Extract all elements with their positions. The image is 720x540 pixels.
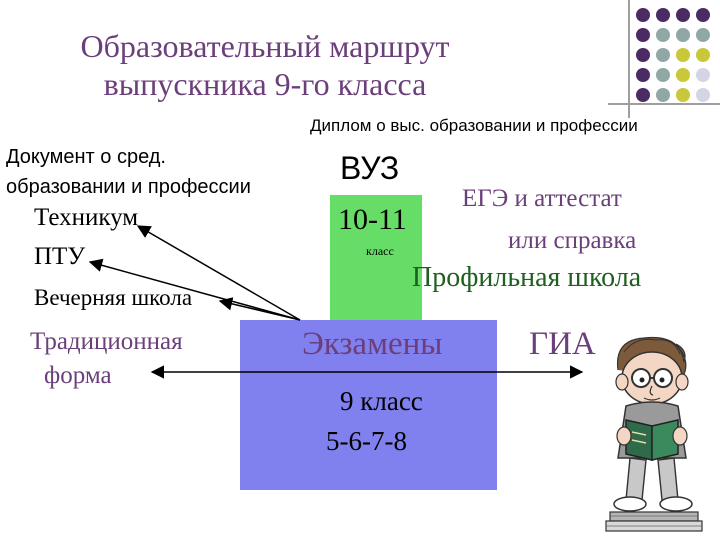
profile-school-label: Профильная школа: [412, 262, 642, 293]
ege-label: ЕГЭ и аттестат: [462, 185, 622, 213]
page-subtitle: выпускника 9-го класса: [103, 66, 427, 102]
diploma-higher-label: Диплом о выс. образовании и профессии: [310, 116, 638, 135]
ege-attestat: аттестат: [534, 185, 622, 212]
decor-dot: [696, 28, 710, 42]
higher-education-box: [330, 195, 422, 320]
decor-dot: [636, 8, 650, 22]
decor-dot: [676, 28, 690, 42]
exams-label: Экзамены: [302, 326, 443, 362]
decor-dot: [656, 28, 670, 42]
ege-and: и: [508, 185, 535, 212]
decor-dot: [676, 8, 690, 22]
arrow-to-evening-school: [218, 297, 301, 321]
decor-dot: [696, 8, 710, 22]
ptu-label: ПТУ: [34, 243, 86, 270]
decor-dot: [656, 8, 670, 22]
decor-dot: [676, 68, 690, 82]
decor-dot: [676, 48, 690, 62]
decor-dot: [656, 68, 670, 82]
evening-school-label: Вечерняя школа: [34, 285, 193, 310]
page-title: Образовательный маршрут: [80, 28, 450, 64]
vuz-label: ВУЗ: [340, 150, 400, 186]
decor-dot: [696, 48, 710, 62]
grades-5-8-label: 5-6-7-8: [326, 426, 407, 456]
diploma-secondary-line1: Документ о сред.: [6, 146, 166, 168]
decor-dot: [676, 88, 690, 102]
decor-dot: [696, 68, 710, 82]
reading-student-icon: [605, 336, 703, 532]
ege-abbrev: ЕГЭ: [462, 185, 509, 212]
decor-dot: [636, 68, 650, 82]
grade-word-label: класс: [366, 244, 394, 258]
decor-horizontal-line: [608, 103, 720, 105]
decor-dot: [656, 88, 670, 102]
diploma-secondary-line2: образовании и профессии: [6, 176, 251, 198]
arrow-to-technikum: [136, 225, 301, 321]
gia-label: ГИА: [529, 326, 596, 362]
decor-dot: [636, 48, 650, 62]
exams-box: [240, 320, 497, 490]
decor-dot: [636, 88, 650, 102]
decor-dot: [636, 28, 650, 42]
technikum-label: Техникум: [34, 204, 139, 231]
decor-dot: [656, 48, 670, 62]
grade-9-label: 9 класс: [340, 386, 423, 416]
traditional-form-line2: форма: [44, 362, 112, 389]
arrow-to-ptu: [88, 258, 301, 321]
decor-dot: [696, 88, 710, 102]
decor-vertical-line: [628, 0, 630, 118]
traditional-form-line1: Традиционная: [30, 328, 183, 355]
grades-10-11-label: 10-11: [338, 203, 407, 236]
or-certificate-label: или справка: [508, 227, 637, 254]
